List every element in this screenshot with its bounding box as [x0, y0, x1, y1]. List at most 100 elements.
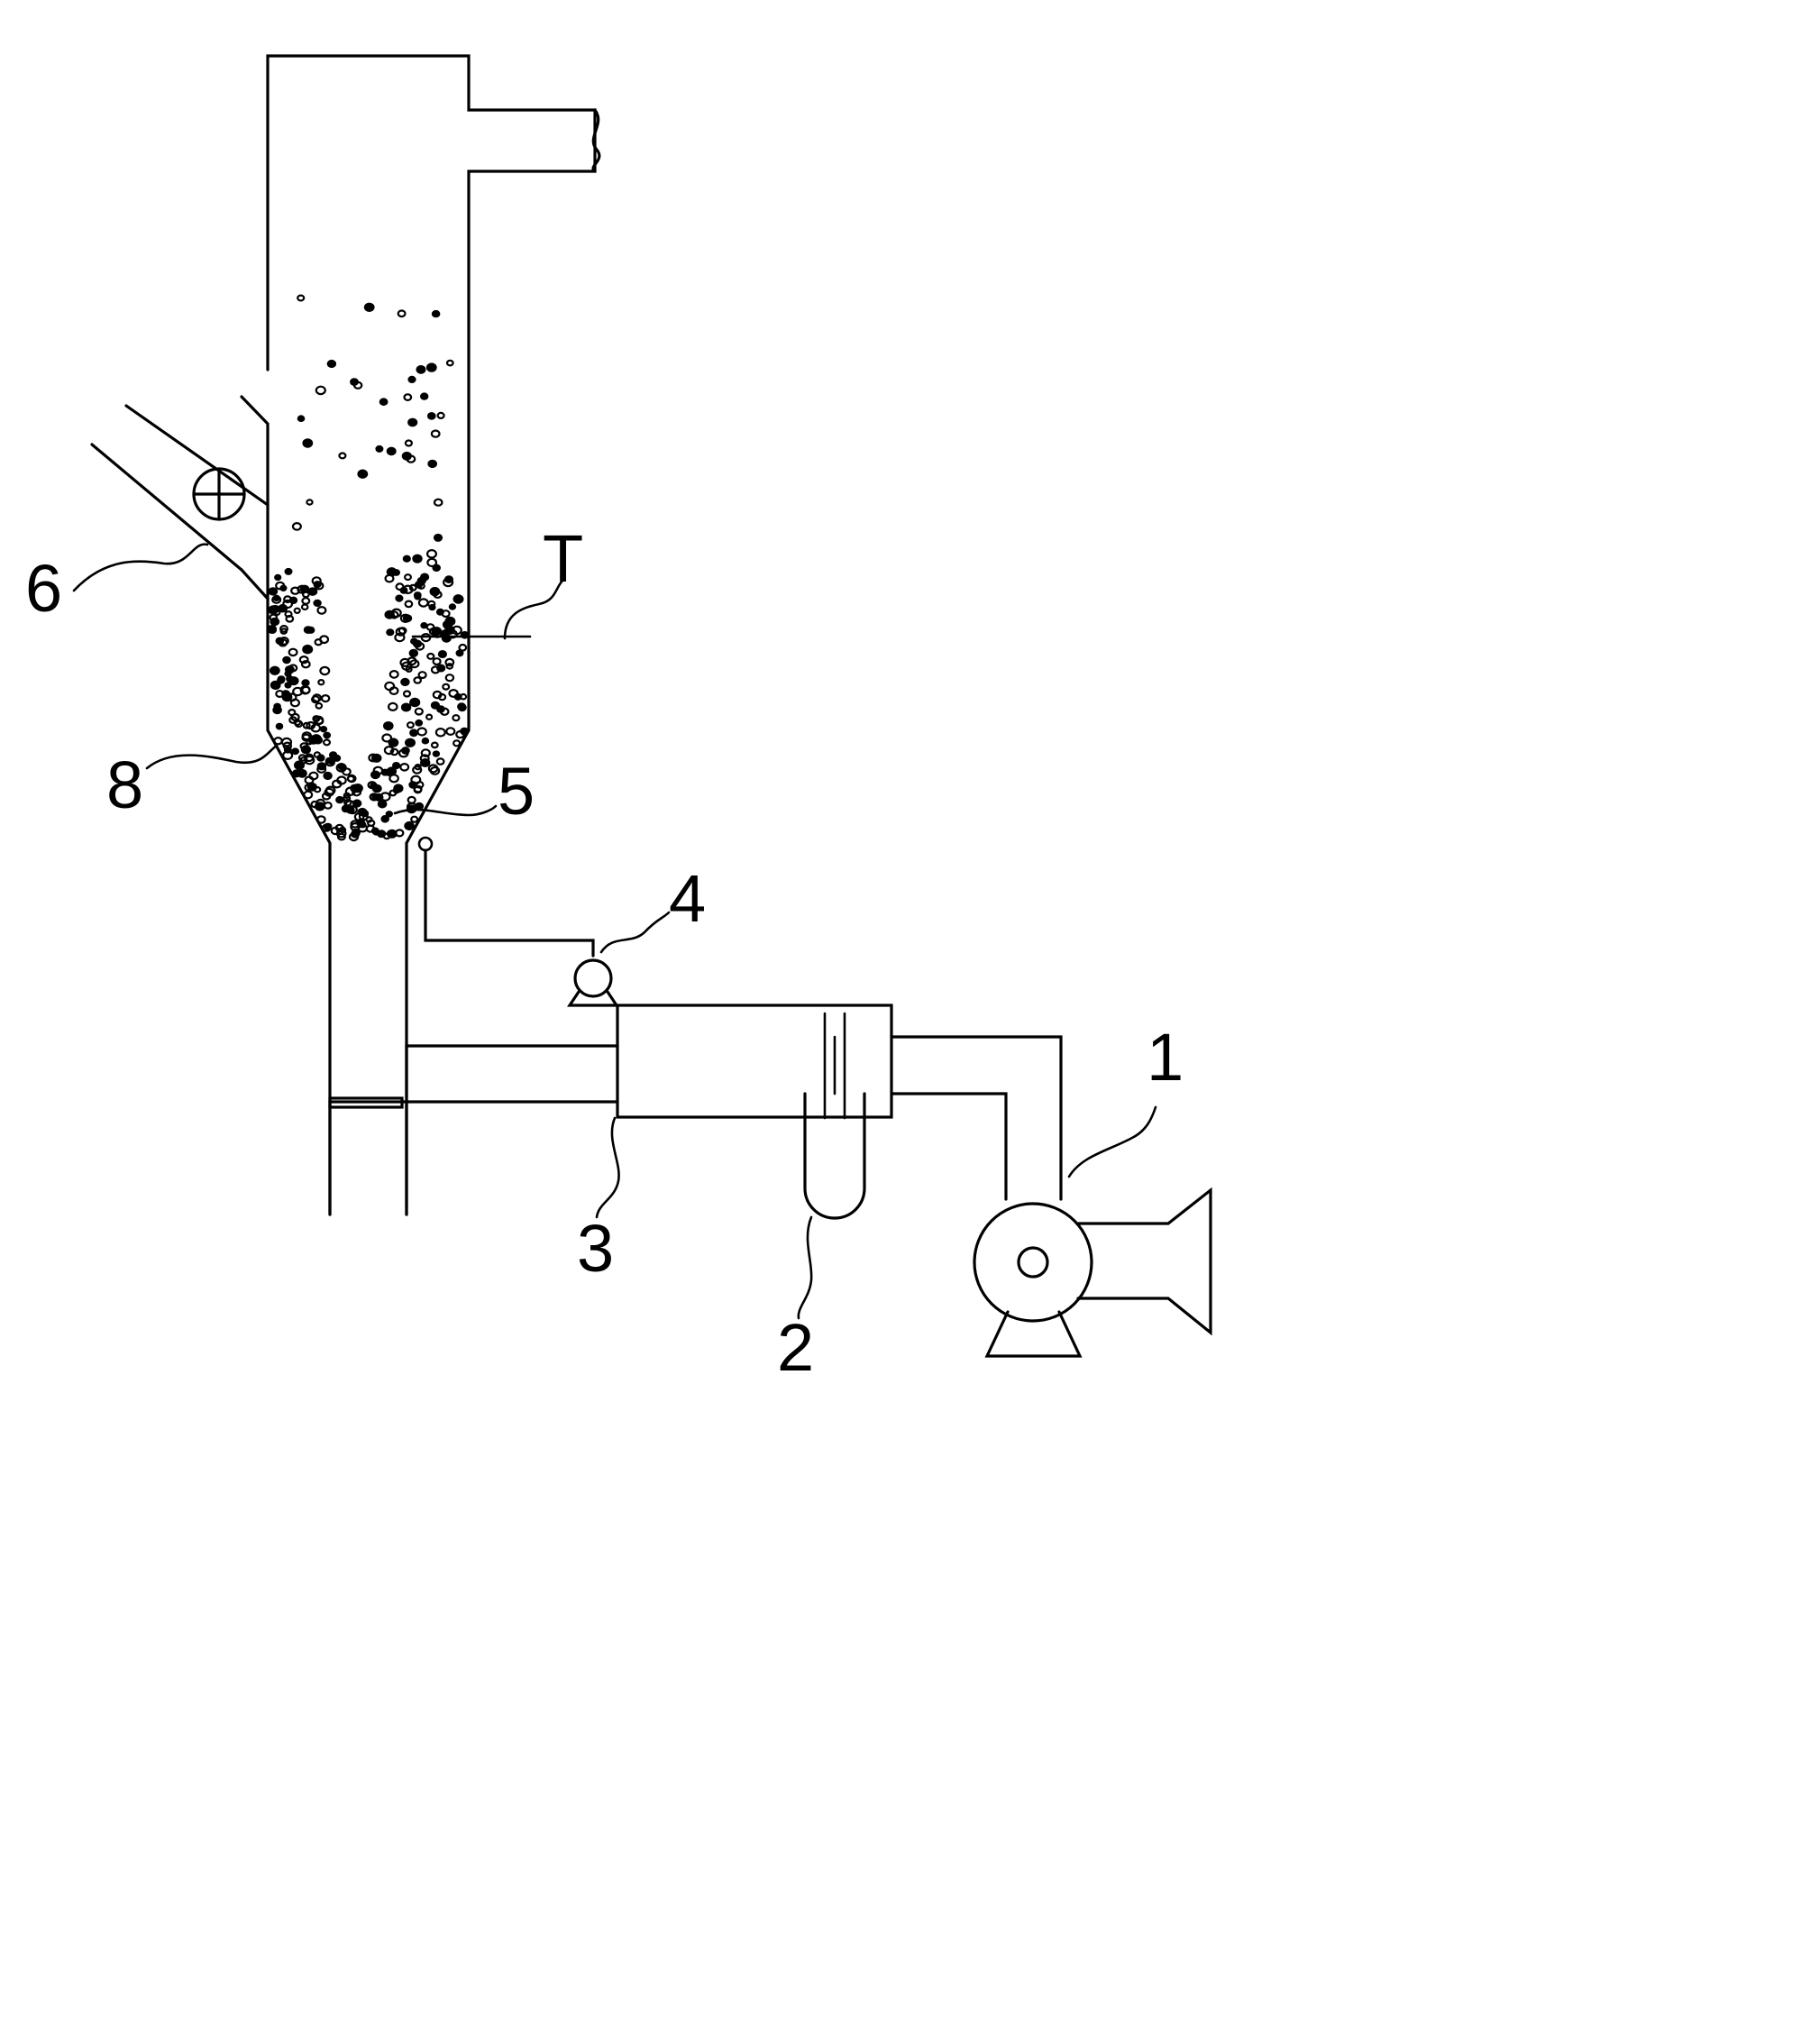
particle	[318, 680, 324, 684]
particle	[379, 801, 386, 807]
particle	[407, 722, 414, 728]
particle	[371, 772, 379, 778]
particle	[365, 304, 374, 311]
particle	[304, 439, 313, 446]
particle	[443, 684, 449, 690]
particle	[328, 361, 335, 367]
particle	[298, 417, 304, 421]
particle	[347, 807, 354, 813]
particle	[302, 605, 307, 610]
particle	[377, 446, 383, 452]
label-heater: 3	[577, 1211, 614, 1286]
particle-cloud	[269, 296, 469, 841]
label-pump: 4	[669, 861, 706, 936]
particle	[408, 797, 416, 803]
particle	[406, 739, 415, 747]
particle	[308, 784, 316, 791]
particle	[439, 694, 445, 700]
particle	[406, 441, 412, 446]
particle	[461, 729, 468, 735]
particle	[411, 639, 416, 644]
particle	[387, 629, 393, 635]
particle	[450, 690, 458, 697]
label-nozzle: 5	[498, 754, 535, 829]
particle	[305, 627, 312, 633]
particle	[401, 679, 408, 685]
particle	[321, 727, 326, 731]
particle	[438, 413, 444, 418]
particle	[415, 594, 420, 599]
particle	[409, 377, 416, 382]
fan-duct	[891, 1037, 1061, 1199]
particle	[320, 636, 328, 643]
particle	[298, 770, 306, 777]
leader-line-2	[799, 1217, 811, 1318]
particle	[404, 556, 410, 562]
particle	[437, 758, 444, 764]
particle	[279, 676, 285, 682]
particle	[457, 651, 463, 656]
particle	[330, 752, 336, 757]
particle	[408, 419, 416, 426]
particle	[322, 695, 329, 701]
particle	[283, 657, 289, 663]
particle	[398, 311, 406, 317]
particle	[446, 674, 453, 681]
particle	[285, 747, 291, 753]
particle	[366, 817, 371, 821]
particle	[434, 535, 442, 541]
label-feed-inlet: 6	[25, 551, 62, 626]
particle	[302, 680, 308, 685]
particle	[316, 387, 325, 394]
particle	[315, 752, 320, 756]
particle	[290, 598, 297, 603]
particle	[430, 605, 435, 610]
particle	[405, 394, 412, 400]
particle	[447, 361, 453, 366]
particle	[389, 703, 397, 710]
particle	[390, 671, 398, 678]
particle	[417, 729, 425, 736]
particle	[410, 699, 419, 706]
particle	[442, 630, 449, 637]
leader-line-3	[597, 1118, 619, 1217]
particle	[289, 649, 297, 655]
circle-cross-icon	[194, 469, 244, 519]
particle	[431, 588, 440, 595]
particle	[302, 598, 309, 604]
leader-line-8	[147, 746, 277, 768]
particle	[429, 461, 436, 467]
particle	[389, 739, 398, 747]
particle	[432, 743, 438, 748]
particle	[394, 785, 402, 793]
particle	[384, 722, 392, 729]
particle	[339, 454, 345, 459]
particle	[344, 800, 351, 805]
label-manometer: 2	[777, 1310, 814, 1385]
particle	[359, 471, 368, 478]
particle	[393, 763, 399, 768]
particle	[282, 691, 289, 696]
particle	[380, 399, 388, 405]
particle	[427, 364, 436, 371]
particle	[304, 792, 312, 799]
particle	[295, 609, 300, 613]
particle	[419, 599, 428, 606]
particle	[404, 692, 410, 697]
particle	[378, 830, 385, 837]
particle	[293, 523, 301, 530]
particle	[382, 816, 389, 821]
vessel-outline	[242, 56, 595, 1214]
pump-icon	[570, 960, 617, 1005]
particle	[297, 296, 304, 301]
particle	[434, 500, 442, 506]
particle	[316, 703, 322, 709]
particle	[427, 559, 436, 566]
particle	[336, 797, 343, 802]
particle	[320, 667, 329, 674]
particle	[416, 720, 422, 726]
particle	[274, 738, 281, 744]
particle	[421, 394, 427, 399]
particle	[325, 773, 332, 779]
